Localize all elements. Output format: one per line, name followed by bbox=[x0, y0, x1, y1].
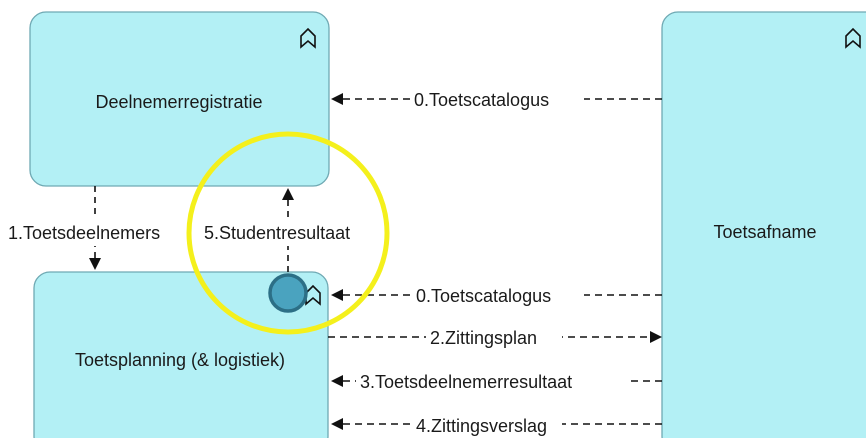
arrowhead-left-icon bbox=[331, 418, 343, 430]
flow-studentresultaat[interactable]: 5.Studentresultaat bbox=[201, 188, 377, 272]
flow-label: 1.Toetsdeelnemers bbox=[8, 223, 160, 243]
flow-toetscatalogus-top[interactable]: 0.Toetscatalogus bbox=[331, 86, 662, 112]
toetsplanning-label: Toetsplanning (& logistiek) bbox=[75, 350, 285, 370]
flow-label: 0.Toetscatalogus bbox=[414, 90, 549, 110]
flow-label: 4.Zittingsverslag bbox=[416, 416, 547, 436]
highlight-ring bbox=[186, 131, 390, 335]
deelnemerregistratie-label: Deelnemerregistratie bbox=[95, 92, 262, 112]
flow-label: 3.Toetsdeelnemerresultaat bbox=[360, 372, 572, 392]
flow-label: 5.Studentresultaat bbox=[204, 223, 350, 243]
flow-toetscatalogus-mid[interactable]: 0.Toetscatalogus bbox=[331, 282, 662, 308]
arrowhead-right-icon bbox=[650, 331, 662, 343]
application-function-icon bbox=[845, 27, 861, 49]
flow-label: 2.Zittingsplan bbox=[430, 328, 537, 348]
toetsafname-component[interactable]: Toetsafname bbox=[661, 11, 866, 438]
flow-toetsdeelnemers[interactable]: 1.Toetsdeelnemers bbox=[4, 186, 180, 270]
application-function-icon bbox=[300, 27, 316, 49]
flow-toetsdeelnemerresultaat[interactable]: 3.Toetsdeelnemerresultaat bbox=[331, 368, 662, 394]
deelnemerregistratie-component[interactable]: Deelnemerregistratie bbox=[29, 11, 330, 187]
arrowhead-left-icon bbox=[331, 289, 343, 301]
flow-zittingsverslag[interactable]: 4.Zittingsverslag bbox=[331, 411, 662, 437]
toetsplanning-component[interactable]: Toetsplanning (& logistiek) bbox=[33, 271, 329, 438]
toetsafname-label: Toetsafname bbox=[713, 222, 816, 242]
cursor-dot-icon bbox=[268, 273, 308, 313]
arrowhead-down-icon bbox=[89, 258, 101, 270]
flow-zittingsplan[interactable]: 2.Zittingsplan bbox=[328, 324, 662, 350]
arrowhead-up-icon bbox=[282, 188, 294, 200]
arrowhead-left-icon bbox=[331, 93, 343, 105]
arrowhead-left-icon bbox=[331, 375, 343, 387]
flow-label: 0.Toetscatalogus bbox=[416, 286, 551, 306]
